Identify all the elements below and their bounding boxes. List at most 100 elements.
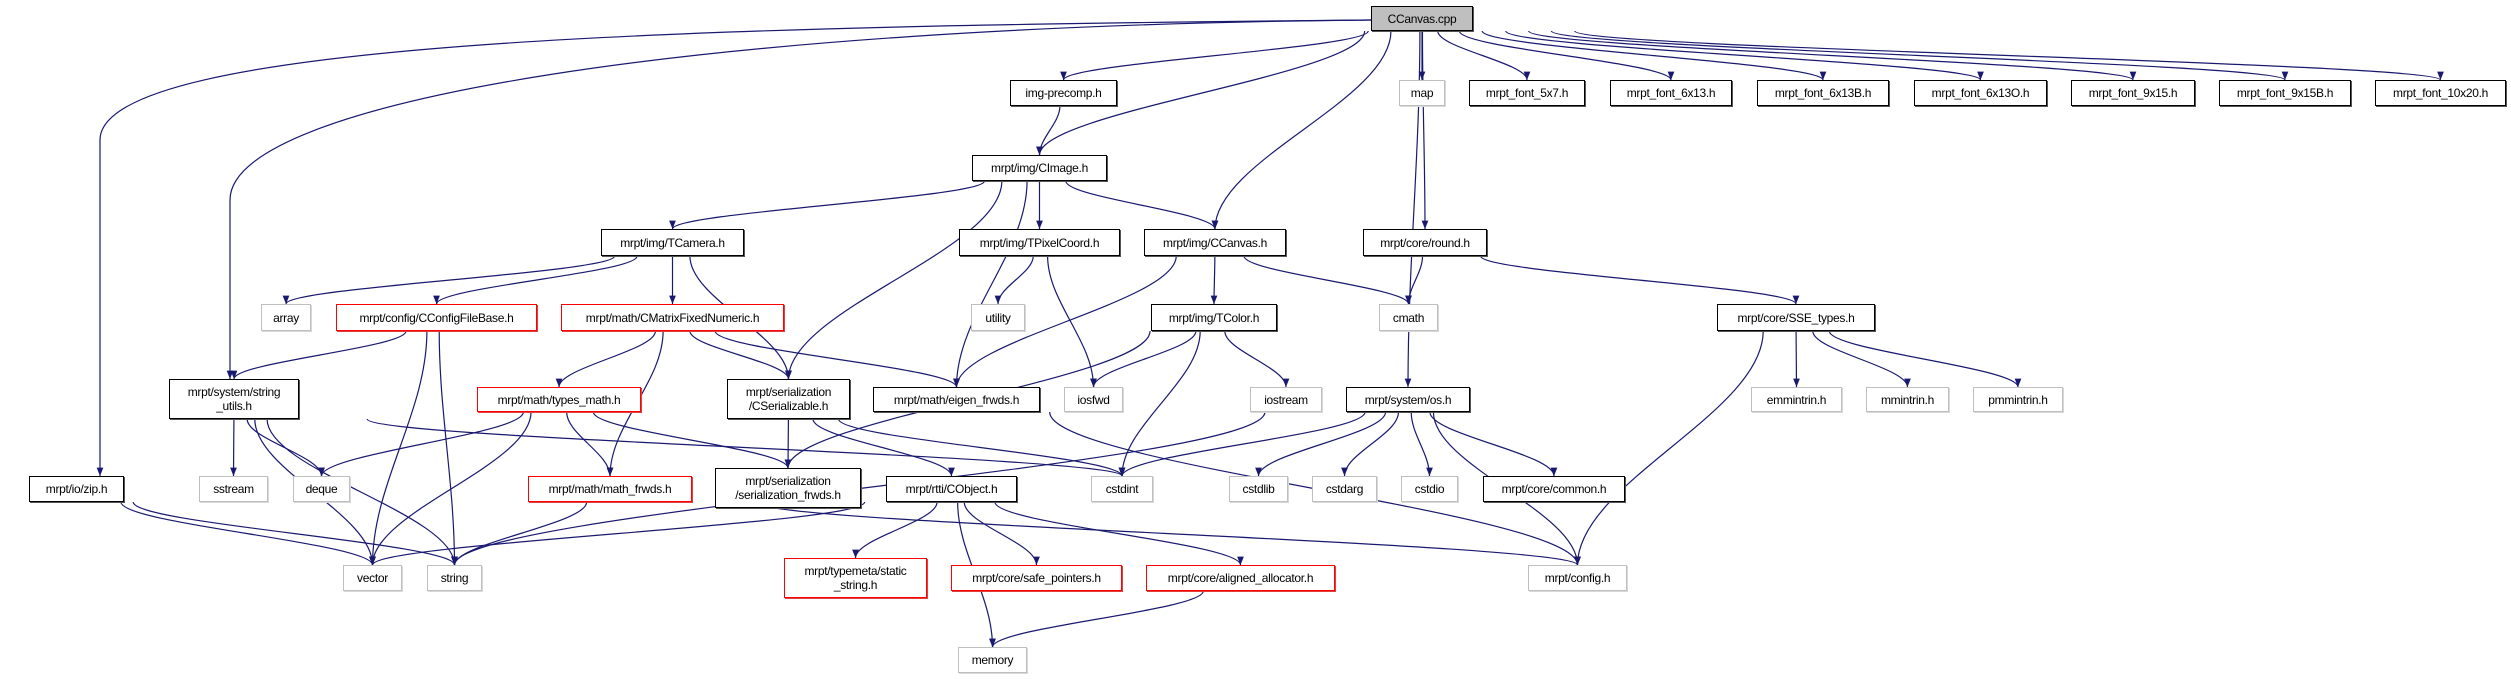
node-utility: utility (971, 304, 1025, 331)
node-tpixel[interactable]: mrpt/img/TPixelCoord.h (959, 229, 1120, 256)
edge-root-to-cimage (1036, 30, 1366, 156)
node-cstdlib: cstdlib (1229, 476, 1288, 502)
edge-imgprecomp-to-cimage (1036, 105, 1061, 156)
edge-cmatrix-to-eigen (714, 330, 960, 388)
edge-tcamera-to-cconfig (433, 255, 638, 305)
node-deque: deque (293, 476, 350, 502)
node-f6x13O[interactable]: mrpt_font_6x13O.h (1914, 80, 2047, 106)
edge-tcolor-to-cstdint (1118, 330, 1201, 477)
edge-cimage-to-eigen (953, 180, 1028, 388)
node-cstdio: cstdio (1401, 476, 1458, 502)
edge-sse-to-pmm (1828, 330, 2022, 388)
edge-typesmath-to-mathfrwds (566, 411, 614, 477)
edge-cmatrix-to-typesmath (555, 330, 657, 388)
node-cstdint: cstdint (1091, 476, 1153, 502)
edge-strutils-to-string (266, 418, 458, 566)
edge-cimage-to-ccanvash (1065, 180, 1219, 230)
node-f6x13[interactable]: mrpt_font_6x13.h (1610, 80, 1732, 106)
edge-round-to-cmath (1405, 255, 1424, 305)
edge-os-to-cstdarg (1341, 411, 1400, 477)
edge-tcolor-to-iosfwd (1090, 330, 1197, 388)
node-f10x20[interactable]: mrpt_font_10x20.h (2375, 80, 2506, 106)
node-config: mrpt/config.h (1528, 565, 1627, 591)
node-cimage[interactable]: mrpt/img/CImage.h (972, 155, 1107, 181)
node-ccanvash[interactable]: mrpt/img/CCanvas.h (1144, 229, 1286, 256)
node-aligned[interactable]: mrpt/core/aligned_allocator.h (1146, 565, 1335, 591)
node-mathfrwds[interactable]: mrpt/math/math_frwds.h (528, 476, 692, 502)
node-cmatrix[interactable]: mrpt/math/CMatrixFixedNumeric.h (561, 304, 784, 331)
node-cserial[interactable]: mrpt/serialization /CSerializable.h (727, 379, 850, 419)
edge-root-to-f9x15 (1528, 30, 2137, 81)
node-emm: emmintrin.h (1751, 387, 1842, 412)
edge-tpixel-to-utility (994, 255, 1034, 305)
node-iosfwd: iosfwd (1064, 387, 1123, 412)
edge-sse-to-config (1574, 330, 1764, 566)
edge-strutils-to-cstdint (366, 418, 1126, 477)
edge-tpixel-to-iosfwd (1047, 255, 1097, 388)
node-serfrwds[interactable]: mrpt/serialization /serialization_frwds.… (715, 468, 861, 508)
edge-cobject-to-aligned (994, 501, 1244, 566)
node-pmm: pmmintrin.h (1973, 387, 2063, 412)
edge-root-to-imgprecomp (1060, 30, 1369, 81)
node-f6x13B[interactable]: mrpt_font_6x13B.h (1757, 80, 1889, 106)
node-typesmath[interactable]: mrpt/math/types_math.h (477, 387, 641, 412)
node-f9x15[interactable]: mrpt_font_9x15.h (2071, 80, 2195, 106)
edge-cobject-to-staticstr (852, 501, 938, 559)
node-cconfig[interactable]: mrpt/config/CConfigFileBase.h (336, 304, 537, 331)
edge-mathfrwds-to-string (451, 501, 588, 566)
edge-ccanvash-to-eigen (953, 255, 1177, 388)
node-f5x7[interactable]: mrpt_font_5x7.h (1469, 80, 1585, 106)
node-round[interactable]: mrpt/core/round.h (1363, 229, 1487, 256)
edge-cconfig-to-strutils (230, 330, 407, 380)
edge-zip-to-vector (120, 501, 376, 566)
node-sse[interactable]: mrpt/core/SSE_types.h (1717, 304, 1875, 331)
node-iostream: iostream (1250, 387, 1322, 412)
node-tcamera[interactable]: mrpt/img/TCamera.h (601, 229, 744, 256)
edge-cserial-to-cobject (812, 418, 955, 477)
node-cobject[interactable]: mrpt/rtti/CObject.h (886, 476, 1017, 502)
node-strutils[interactable]: mrpt/system/string _utils.h (169, 379, 299, 419)
node-mm: mmintrin.h (1866, 387, 1949, 412)
edge-root-to-f6x13 (1458, 30, 1675, 81)
node-os[interactable]: mrpt/system/os.h (1346, 387, 1470, 412)
edge-tcolor-to-iostream (1224, 330, 1290, 388)
edge-os-to-cstdint (1118, 411, 1366, 477)
edge-cobject-to-vector (369, 501, 866, 566)
node-cmath: cmath (1379, 304, 1438, 331)
edge-root-to-f6x13B (1481, 30, 1827, 81)
edge-mathfrwds-to-config (754, 501, 1581, 566)
node-cstdarg: cstdarg (1312, 476, 1377, 502)
node-zip[interactable]: mrpt/io/zip.h (29, 476, 124, 502)
edge-typesmath-to-serfrwds (592, 411, 792, 469)
edge-root-to-f5x7 (1437, 30, 1531, 81)
edge-root-to-zip (96, 19, 1372, 476)
edge-cconfig-to-vector (369, 330, 428, 566)
edge-tcamera-to-array (282, 255, 616, 305)
edge-cconfig-to-string (438, 330, 458, 566)
node-imgprecomp[interactable]: img-precomp.h (1010, 80, 1117, 106)
node-sstream: sstream (199, 476, 268, 502)
edge-sse-to-mm (1812, 330, 1911, 388)
node-root[interactable]: CCanvas.cpp (1371, 6, 1473, 31)
node-safeptr[interactable]: mrpt/core/safe_pointers.h (951, 565, 1122, 591)
edge-root-to-f10x20 (1574, 30, 2444, 81)
edge-zip-to-string (132, 501, 458, 566)
node-eigen[interactable]: mrpt/math/eigen_frwds.h (873, 387, 1040, 412)
edge-round-to-sse (1480, 255, 1800, 305)
edge-cobject-to-safeptr (963, 501, 1040, 566)
edge-ccanvash-to-cmath (1243, 255, 1412, 305)
node-common[interactable]: mrpt/core/common.h (1483, 476, 1625, 502)
edge-root-to-strutils (226, 19, 1372, 379)
node-tcolor[interactable]: mrpt/img/TColor.h (1151, 304, 1277, 331)
edge-cmatrix-to-cserial (689, 330, 792, 380)
node-map: map (1399, 80, 1445, 106)
edge-aligned-to-memory (989, 590, 1204, 648)
edge-os-to-cstdio (1410, 411, 1433, 477)
node-f9x15B[interactable]: mrpt_font_9x15B.h (2219, 80, 2351, 106)
node-vector: vector (343, 565, 402, 591)
node-memory: memory (958, 647, 1027, 673)
edge-cserial-to-cstdint (837, 418, 1126, 477)
node-staticstr[interactable]: mrpt/typemeta/static _string.h (784, 558, 927, 598)
